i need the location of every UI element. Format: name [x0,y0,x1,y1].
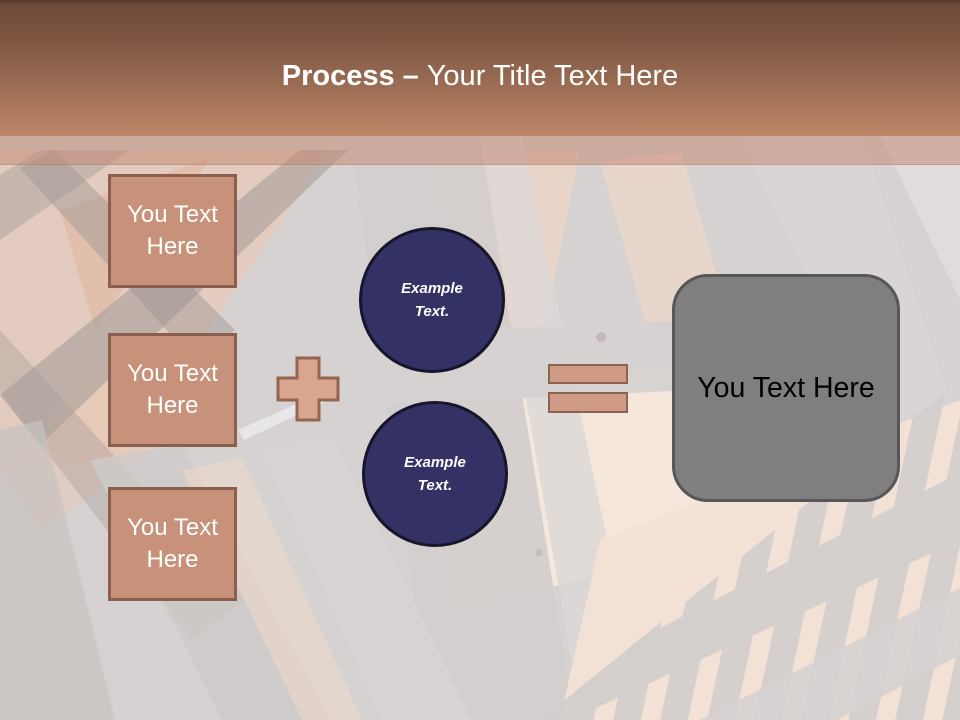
equals-top-bar [548,364,628,384]
result-box: You Text Here [672,274,900,502]
input-box-3-label: You Text Here [127,514,218,573]
example-circle-1-label: Example Text. [401,279,463,320]
equals-bottom-bar [548,392,628,413]
header-accent-band [0,136,960,165]
plus-icon [276,356,340,422]
slide-title-rest: Your Title Text Here [426,59,679,92]
slide-title: Process–Your Title Text Here [282,44,678,93]
result-box-label: You Text Here [697,371,875,404]
input-box-2-label: You Text Here [127,360,218,419]
example-circle-1: Example Text. [359,227,505,373]
input-box-3: You Text Here [108,487,237,601]
slide-title-dash: – [402,59,419,92]
example-circle-2: Example Text. [362,401,508,547]
example-circle-2-label: Example Text. [404,453,466,494]
slide-title-bold: Process [281,59,395,92]
input-box-1: You Text Here [108,174,237,288]
equals-icon [548,364,628,413]
title-bar: Process–Your Title Text Here [0,0,960,136]
input-box-2: You Text Here [108,333,237,447]
input-box-1-label: You Text Here [127,201,218,260]
